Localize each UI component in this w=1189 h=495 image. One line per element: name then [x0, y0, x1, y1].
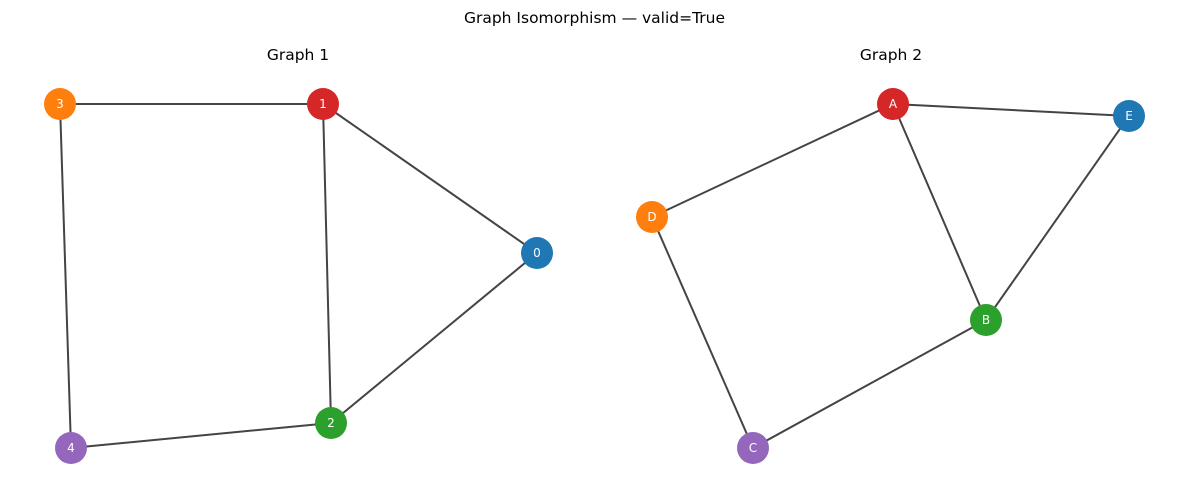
node-label: C: [749, 441, 757, 455]
node-circle: [521, 237, 553, 269]
graph-1-node-3: 3: [44, 88, 76, 120]
graph-2-edge-E-B: [985, 115, 1130, 321]
graph-1-edge-4-2: [70, 422, 332, 449]
node-label: 4: [67, 441, 75, 455]
graph-2-edge-D-C: [651, 216, 754, 449]
figure-title: Graph Isomorphism — valid=True: [464, 9, 725, 27]
node-circle: [315, 407, 347, 439]
graph-2-node-C: C: [737, 432, 769, 464]
graph-1-edge-1-2: [322, 103, 332, 424]
node-circle: [1113, 100, 1145, 132]
graph-1-node-0: 0: [521, 237, 553, 269]
node-circle: [44, 88, 76, 120]
node-label: E: [1125, 109, 1133, 123]
graph-2-panel: Graph 2 A B C D E: [636, 46, 1145, 464]
graph-1-node-1: 1: [307, 88, 339, 120]
node-label: A: [889, 97, 898, 111]
graph-2-edge-A-E: [892, 103, 1130, 117]
graph-1-nodes: 0 1 2 3 4: [44, 88, 553, 464]
graph-2-node-D: D: [636, 201, 668, 233]
graph-2-edge-A-B: [892, 103, 987, 321]
graph-2-node-E: E: [1113, 100, 1145, 132]
graph-1-node-2: 2: [315, 407, 347, 439]
graph-1-node-4: 4: [55, 432, 87, 464]
graph-2-title: Graph 2: [860, 46, 922, 64]
graph-1-edge-3-4: [59, 103, 72, 449]
graph-2-edges: [651, 103, 1130, 449]
node-circle: [55, 432, 87, 464]
node-label: 0: [533, 246, 541, 260]
graph-2-node-A: A: [877, 88, 909, 120]
node-circle: [877, 88, 909, 120]
graph-2-edge-C-B: [752, 319, 987, 449]
node-label: 1: [319, 97, 327, 111]
graph-1-title: Graph 1: [267, 46, 329, 64]
node-label: 3: [56, 97, 64, 111]
graph-2-edge-A-D: [651, 103, 894, 218]
node-circle: [737, 432, 769, 464]
graph-1-edge-1-0: [322, 103, 538, 254]
node-circle: [970, 304, 1002, 336]
graph-2-node-B: B: [970, 304, 1002, 336]
graph-1-edge-0-2: [330, 252, 538, 424]
node-label: 2: [327, 416, 335, 430]
graph-2-nodes: A B C D E: [636, 88, 1145, 464]
graph-1-panel: Graph 1 0 1 2 3 4: [44, 46, 553, 464]
node-label: B: [982, 313, 990, 327]
node-label: D: [647, 210, 656, 224]
graph-1-edges: [59, 103, 538, 449]
node-circle: [307, 88, 339, 120]
node-circle: [636, 201, 668, 233]
